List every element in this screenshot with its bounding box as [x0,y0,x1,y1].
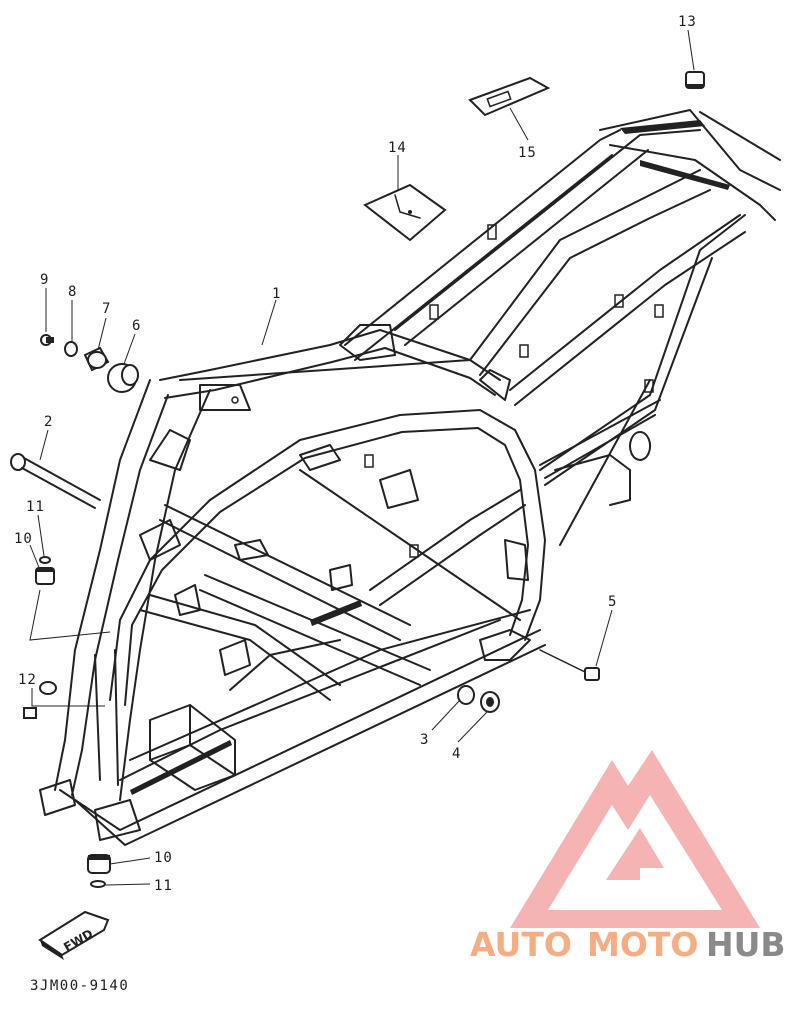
callout-3: 3 [420,732,429,748]
logo-text-auto: AUTO [470,925,572,964]
part-11-washer-top [39,556,51,564]
callout-4: 4 [452,746,461,762]
part-10-nut-bottom [87,854,111,874]
part-2-long-bolt [10,453,101,509]
callout-11-top: 11 [26,499,45,515]
part-10-nut-top [35,567,55,585]
logo-text-hub: HUB [706,925,786,964]
callout-14: 14 [388,140,407,156]
callout-11-bottom: 11 [154,878,173,894]
logo-triangle-icon [510,750,760,928]
callout-2: 2 [44,414,53,430]
callout-7: 7 [102,301,111,317]
callout-10-bottom: 10 [154,850,173,866]
part-15-plate [468,76,551,117]
callout-5: 5 [608,594,617,610]
part-4-nut [480,691,500,713]
logo-text-moto: MOTO [587,925,698,964]
part-6-bush [107,363,139,393]
callout-12: 12 [18,672,37,688]
part-13-cap [685,71,705,89]
part-11-washer-bottom [90,880,106,888]
part-5-bolt [539,649,600,681]
part-14-pad [363,183,447,242]
callout-8: 8 [68,284,77,300]
part-3-washer [457,685,475,705]
callout-1: 1 [272,286,281,302]
callout-13: 13 [678,14,697,30]
part-8-washer [64,341,78,357]
part-12-nut [23,681,57,719]
part-7-collar [83,346,110,372]
frame-assembly [39,109,781,846]
fwd-arrow-icon: FWD [38,910,110,960]
leader-lines [29,29,695,886]
callout-10-top: 10 [14,531,33,547]
logo-inner-mark-icon [606,828,664,880]
part-9-bolt [40,334,54,346]
callouts: 13 15 14 1 9 8 7 6 2 11 10 12 5 3 4 10 1… [14,14,697,894]
watermark-logo: AUTO MOTO HUB [470,750,786,964]
callout-9: 9 [40,272,49,288]
callout-6: 6 [132,318,141,334]
callout-15: 15 [518,145,537,161]
drawing-code: 3JM00-9140 [30,978,129,994]
